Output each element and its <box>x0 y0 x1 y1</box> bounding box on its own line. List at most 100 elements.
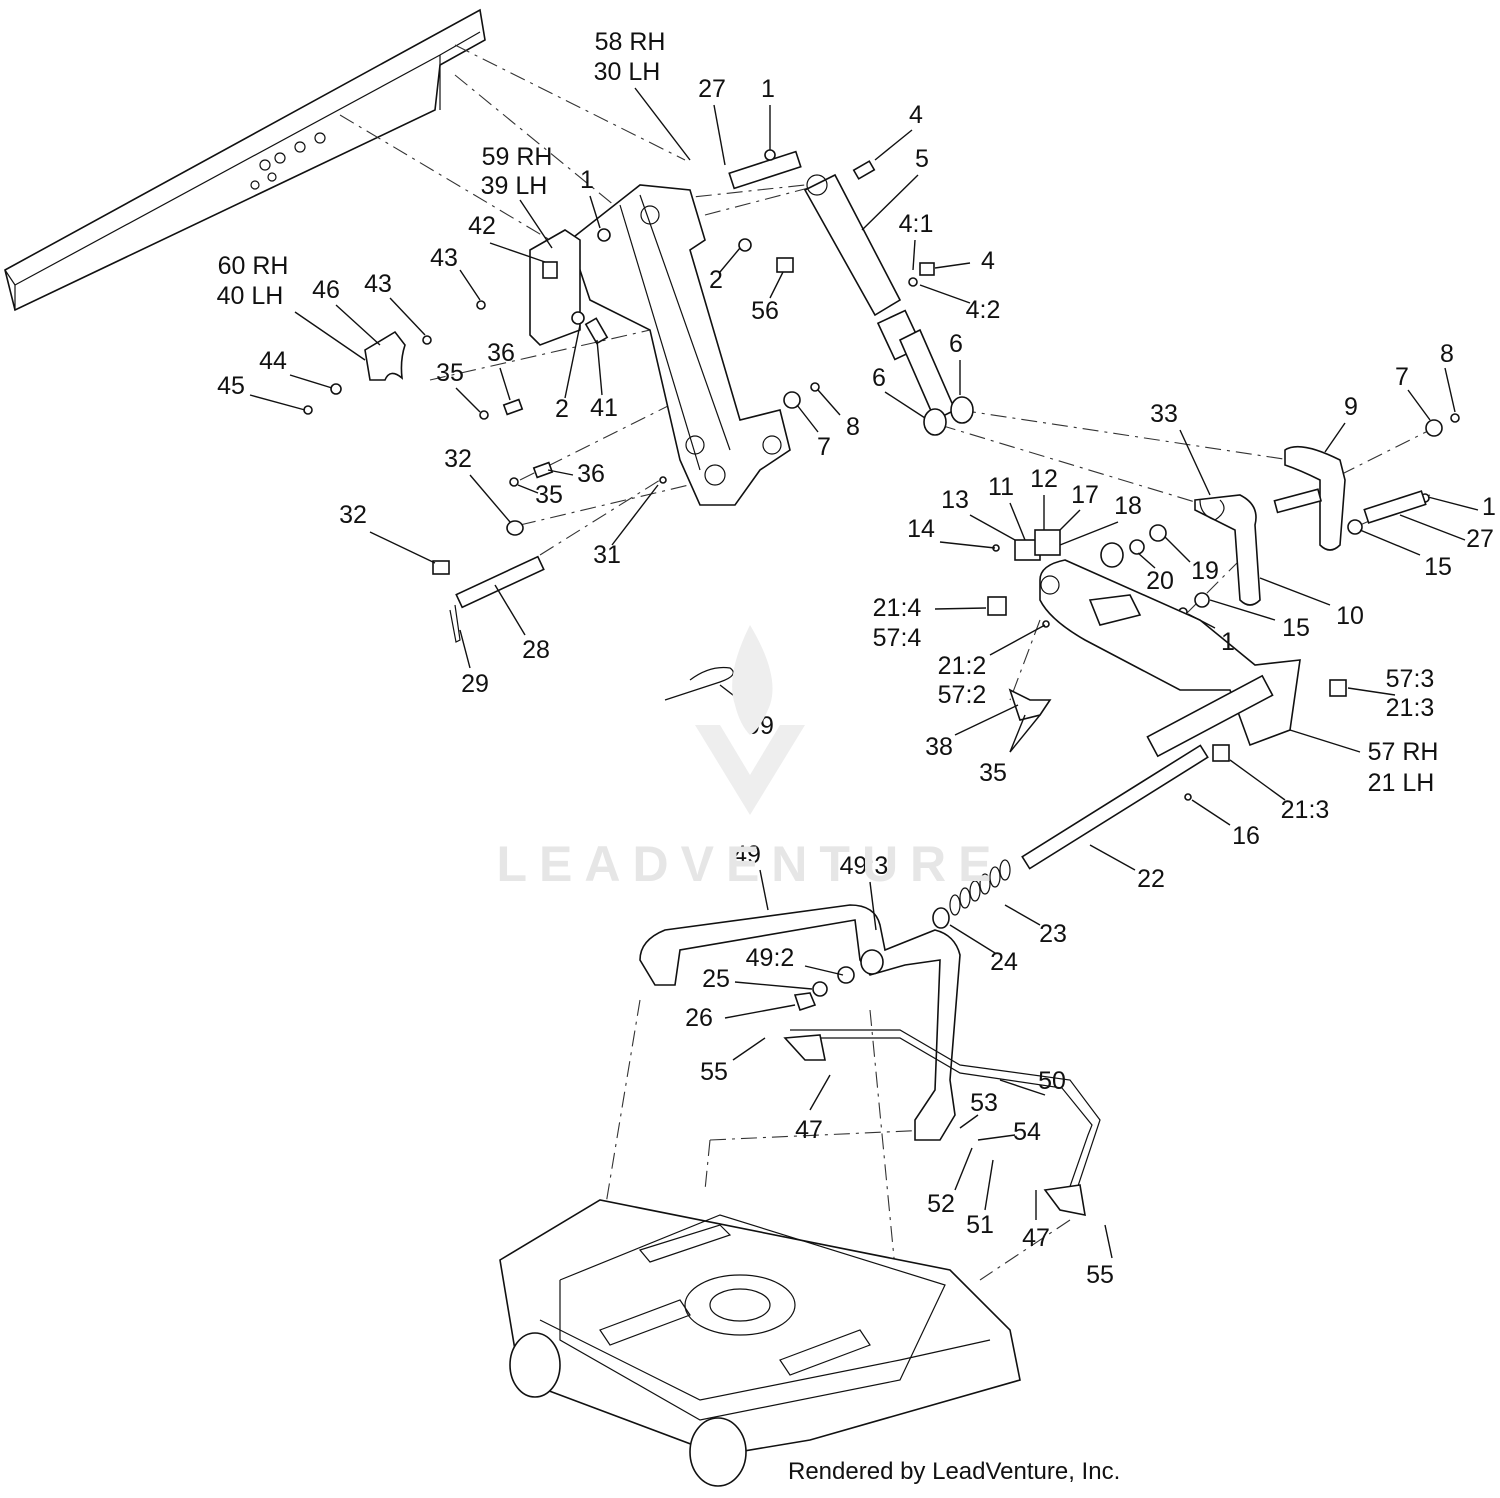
callout-c26: 26 <box>685 1004 713 1032</box>
callout-c493: 49:3 <box>840 852 889 880</box>
callout-c47a: 47 <box>795 1116 823 1144</box>
watermark-logo <box>695 625 805 815</box>
callout-c27b: 27 <box>1466 525 1494 553</box>
callout-c574: 57:4 <box>873 624 922 652</box>
side-plate <box>529 229 581 346</box>
callout-c41: 41 <box>590 394 618 422</box>
callout-c35c: 35 <box>979 759 1007 787</box>
pin <box>449 555 545 643</box>
control-rod <box>783 1029 1101 1217</box>
callout-c28: 28 <box>522 636 550 664</box>
hitch-pin <box>664 666 734 701</box>
callout-c16: 16 <box>1232 822 1260 850</box>
callout-c214: 21:4 <box>873 594 922 622</box>
bracket-38 <box>1008 688 1052 721</box>
callout-c36b: 36 <box>577 460 605 488</box>
callout-c59: 59 RH <box>482 143 553 171</box>
callout-c32b: 32 <box>339 501 367 529</box>
callout-c49: 49 <box>733 841 761 869</box>
callout-c45: 45 <box>217 372 245 400</box>
callout-c27a: 27 <box>698 75 726 103</box>
callout-c56: 56 <box>751 297 779 325</box>
callout-c11: 11 <box>988 473 1014 501</box>
callout-c31: 31 <box>593 541 621 569</box>
lift-arm <box>1039 559 1301 758</box>
callout-c58: 58 RH <box>595 28 666 56</box>
latch <box>364 330 406 381</box>
hydraulic-cylinder <box>803 173 974 436</box>
callout-c2b: 2 <box>555 395 569 423</box>
callout-c36a: 36 <box>487 339 515 367</box>
callout-c5: 5 <box>915 145 929 173</box>
callout-c35a: 35 <box>436 359 464 387</box>
callout-c42: 42 <box>468 212 496 240</box>
callout-c12: 12 <box>1030 465 1058 493</box>
callout-c1b: 1 <box>580 166 594 194</box>
callout-c53: 53 <box>970 1089 998 1117</box>
footer-credit: Rendered by LeadVenture, Inc. <box>788 1458 1121 1485</box>
callout-c24: 24 <box>990 948 1018 976</box>
callout-c40: 40 LH <box>217 282 284 310</box>
callout-c1c: 1 <box>1482 493 1496 521</box>
callout-c52: 52 <box>927 1190 955 1218</box>
callout-c1d: 1 <box>1221 628 1235 656</box>
callout-c7b: 7 <box>817 433 831 461</box>
callout-c51: 51 <box>966 1211 994 1239</box>
callout-c14: 14 <box>907 515 935 543</box>
frame-rail <box>4 8 486 312</box>
callout-c213b: 21:3 <box>1281 796 1330 824</box>
callout-c8a: 8 <box>1440 340 1454 368</box>
callout-c30: 30 LH <box>594 58 661 86</box>
switch-bracket <box>1014 529 1061 561</box>
callout-c573: 57:3 <box>1386 665 1435 693</box>
callout-c19: 19 <box>1191 557 1219 585</box>
callout-c55b: 55 <box>1086 1261 1114 1289</box>
lift-bracket <box>569 184 791 506</box>
callout-c492: 49:2 <box>746 944 795 972</box>
callout-c41a: 4:1 <box>899 210 934 238</box>
callout-c50: 50 <box>1038 1067 1066 1095</box>
callout-c9: 9 <box>1344 393 1358 421</box>
callout-c1a: 1 <box>761 75 775 103</box>
callout-c38: 38 <box>925 733 953 761</box>
link-arms <box>1194 445 1346 606</box>
callout-c54: 54 <box>1013 1118 1041 1146</box>
callout-c212: 21:2 <box>938 652 987 680</box>
callout-c15b: 15 <box>1282 614 1310 642</box>
callout-c22: 22 <box>1137 865 1165 893</box>
callout-c42b: 4:2 <box>966 296 1001 324</box>
callout-c21: 21 LH <box>1368 769 1435 797</box>
callout-c43b: 43 <box>364 270 392 298</box>
callout-c60: 60 RH <box>218 252 289 280</box>
callout-c4b: 4 <box>981 247 995 275</box>
callout-c6b: 6 <box>872 364 886 392</box>
hardware <box>303 149 1460 801</box>
callout-c25: 25 <box>702 965 730 993</box>
watermark-text: LEADVENTURE <box>496 836 1004 892</box>
leader-lines <box>249 87 1479 1259</box>
callout-c572: 57:2 <box>938 681 987 709</box>
callout-c15a: 15 <box>1424 553 1452 581</box>
shaft-spring <box>932 744 1209 929</box>
callout-c7a: 7 <box>1395 363 1409 391</box>
callout-c213a: 21:3 <box>1386 694 1435 722</box>
callout-c33: 33 <box>1150 400 1178 428</box>
callout-c35b: 35 <box>535 481 563 509</box>
callout-c8b: 8 <box>846 413 860 441</box>
callout-c47b: 47 <box>1022 1224 1050 1252</box>
callout-c44: 44 <box>259 347 287 375</box>
callout-c10: 10 <box>1336 602 1364 630</box>
mower-deck <box>499 1199 1021 1487</box>
callout-c29: 29 <box>461 670 489 698</box>
callout-c6a: 6 <box>949 330 963 358</box>
callout-c46: 46 <box>312 276 340 304</box>
callout-c18: 18 <box>1114 492 1142 520</box>
callout-c23: 23 <box>1039 920 1067 948</box>
callout-c20: 20 <box>1146 567 1174 595</box>
callout-c17: 17 <box>1071 481 1099 509</box>
callout-c43a: 43 <box>430 244 458 272</box>
callout-c13: 13 <box>941 486 969 514</box>
callout-c39: 39 LH <box>481 172 548 200</box>
callout-c32a: 32 <box>444 445 472 473</box>
